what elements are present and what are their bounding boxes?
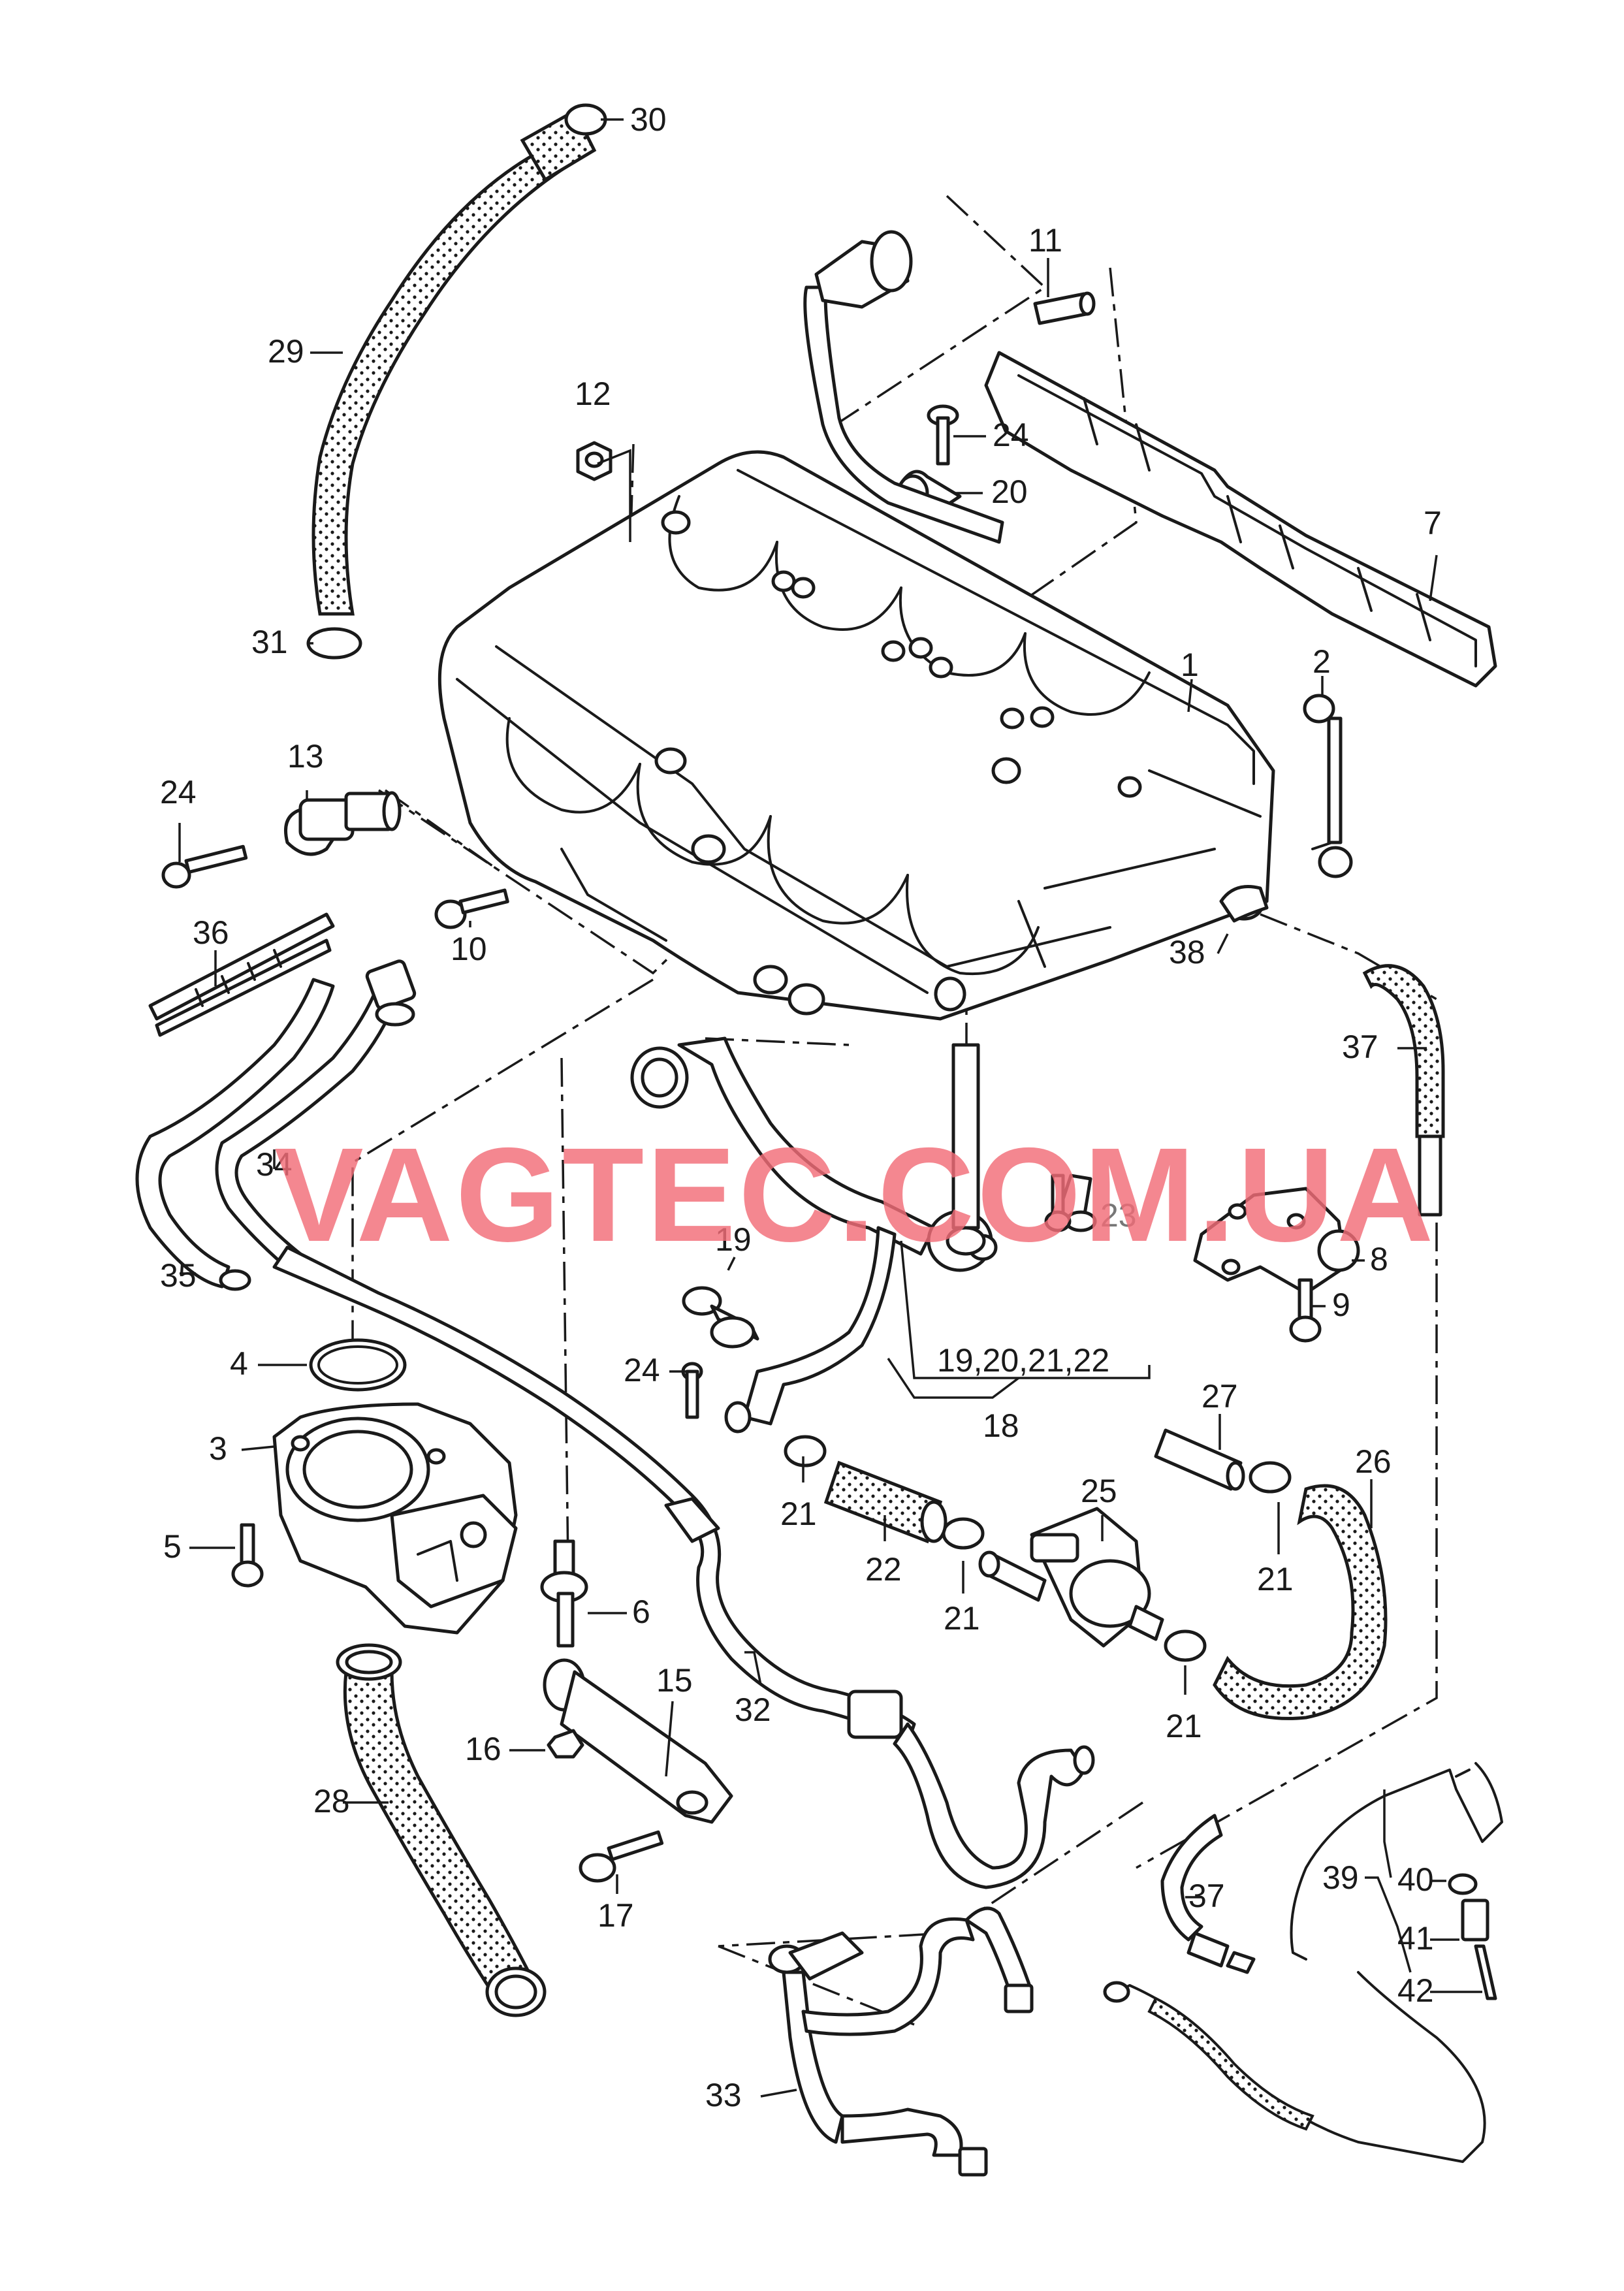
callout-32: 32 bbox=[735, 1691, 771, 1728]
callout-9: 9 bbox=[1332, 1287, 1350, 1323]
callout-29: 29 bbox=[268, 333, 304, 370]
callout-24b: 24 bbox=[160, 774, 197, 810]
callout-21c: 21 bbox=[1166, 1708, 1202, 1744]
callout-6: 6 bbox=[632, 1594, 650, 1630]
callout-1: 1 bbox=[1181, 647, 1199, 683]
pipe-39 bbox=[1103, 1762, 1503, 2163]
bracket-group bbox=[540, 1539, 733, 1883]
callout-28: 28 bbox=[313, 1783, 350, 1819]
valve-25 bbox=[978, 1507, 1164, 1648]
cable-ties-36 bbox=[148, 912, 335, 1037]
watermark: VAGTEC.COM.UA bbox=[274, 1120, 1436, 1270]
callout-38: 38 bbox=[1169, 934, 1205, 970]
callout-37a: 37 bbox=[1342, 1029, 1378, 1065]
callout-20: 20 bbox=[991, 473, 1028, 510]
callout-34: 34 bbox=[256, 1146, 293, 1183]
hose-22 bbox=[823, 1460, 947, 1544]
bolt-10 bbox=[434, 888, 509, 929]
callout-16: 16 bbox=[465, 1731, 502, 1767]
callout-17: 17 bbox=[597, 1897, 634, 1934]
vent-pipe-top bbox=[803, 230, 1004, 544]
callout-41: 41 bbox=[1397, 1920, 1434, 1957]
intake-manifold bbox=[438, 450, 1275, 1021]
hose-26 bbox=[1213, 1484, 1388, 1720]
callout-21b: 21 bbox=[944, 1600, 980, 1637]
callout-23: 23 bbox=[1100, 1197, 1137, 1234]
callout-19: 19 bbox=[715, 1221, 752, 1258]
callout-33: 33 bbox=[705, 2077, 742, 2113]
sensor-13 bbox=[161, 791, 402, 889]
callout-39: 39 bbox=[1322, 1859, 1359, 1896]
callout-5: 5 bbox=[163, 1528, 182, 1565]
hose-29 bbox=[306, 103, 607, 660]
manifold-gasket bbox=[984, 351, 1497, 688]
callout-35: 35 bbox=[160, 1257, 197, 1294]
vent-hose-assembly bbox=[630, 1036, 1292, 1662]
o-ring-4 bbox=[309, 1338, 407, 1392]
callout-42: 42 bbox=[1397, 1972, 1434, 2009]
callout-37b: 37 bbox=[1188, 1878, 1225, 1914]
callout-4: 4 bbox=[230, 1345, 248, 1382]
callout-12: 12 bbox=[575, 376, 611, 412]
hose-28 bbox=[336, 1643, 547, 2017]
callout-40: 40 bbox=[1397, 1861, 1434, 1898]
hose-37-lower bbox=[1160, 1814, 1256, 1974]
leader-lines bbox=[178, 118, 1482, 2098]
callout-21a: 21 bbox=[780, 1496, 817, 1532]
callout-8: 8 bbox=[1370, 1241, 1388, 1277]
throttle-body-3 bbox=[272, 1402, 518, 1635]
callout-30: 30 bbox=[630, 101, 667, 138]
bolt-9 bbox=[1289, 1278, 1322, 1343]
callout-11: 11 bbox=[1028, 222, 1062, 259]
o-ring-4-inner bbox=[317, 1345, 398, 1385]
bolt-23 bbox=[1044, 1174, 1072, 1232]
pipe-27 bbox=[1154, 1428, 1245, 1491]
callout-18: 18 bbox=[983, 1407, 1019, 1444]
callout-3: 3 bbox=[209, 1430, 227, 1467]
callout-2: 2 bbox=[1313, 643, 1331, 680]
callout-25: 25 bbox=[1081, 1473, 1117, 1509]
t-piece-33 bbox=[768, 1906, 1034, 2177]
valve-8 bbox=[1193, 1187, 1360, 1295]
callout-27: 27 bbox=[1202, 1378, 1238, 1415]
callout-13: 13 bbox=[287, 738, 324, 775]
nut-12 bbox=[576, 441, 613, 481]
hose-32 bbox=[272, 1245, 1095, 1889]
callout-labels: 1 2 3 4 5 6 7 8 9 10 11 12 13 15 16 17 1… bbox=[160, 101, 1442, 2113]
stud-11 bbox=[1033, 291, 1096, 325]
hose-37-upper bbox=[1219, 885, 1445, 1217]
callout-19-22: 19,20,21,22 bbox=[937, 1342, 1109, 1379]
callout-10: 10 bbox=[451, 931, 487, 967]
linkage-rod-2 bbox=[1303, 694, 1353, 878]
callout-22: 22 bbox=[865, 1551, 902, 1588]
callout-31: 31 bbox=[251, 624, 288, 660]
callout-36: 36 bbox=[193, 914, 229, 951]
callout-26: 26 bbox=[1355, 1443, 1392, 1480]
callout-24a: 24 bbox=[993, 417, 1029, 453]
bolt-5 bbox=[231, 1523, 264, 1588]
callout-7: 7 bbox=[1424, 505, 1442, 541]
callout-24c: 24 bbox=[624, 1352, 660, 1388]
callout-21d: 21 bbox=[1257, 1561, 1294, 1597]
callout-15: 15 bbox=[656, 1662, 693, 1699]
